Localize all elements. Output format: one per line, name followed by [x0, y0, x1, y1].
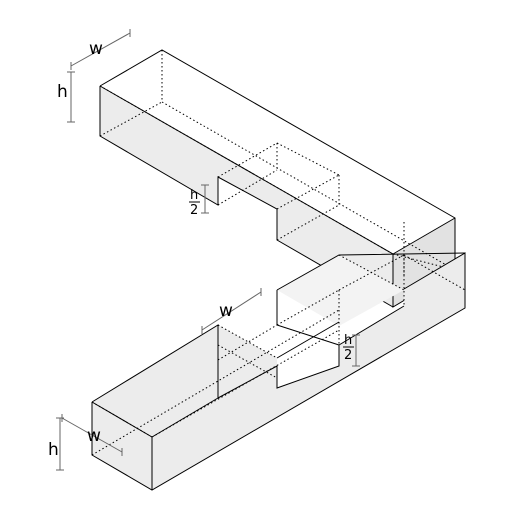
- bottom-height-label: h: [48, 440, 59, 460]
- top-beam-front-face: [100, 86, 393, 307]
- bottom-beam-front-face: [92, 253, 465, 490]
- top-notch-denominator: 2: [190, 203, 198, 218]
- bottom-width-label: w: [87, 426, 101, 446]
- top-beam: [99, 49, 456, 308]
- bottom-beam-hidden-edges: [91, 254, 466, 456]
- bottom-notch-numerator: h: [344, 333, 352, 348]
- bottom-notch-denominator: 2: [344, 348, 352, 363]
- dimensions: [56, 29, 360, 471]
- top-width-label: w: [89, 39, 103, 59]
- bottom-beam-top-face-step: [277, 255, 404, 326]
- bottom-width-middle-label: w: [219, 301, 233, 321]
- fraction-bars: [189, 201, 354, 348]
- bottom-beam: [91, 252, 466, 491]
- top-height-label: h: [57, 82, 68, 102]
- top-notch-numerator: h: [190, 188, 198, 203]
